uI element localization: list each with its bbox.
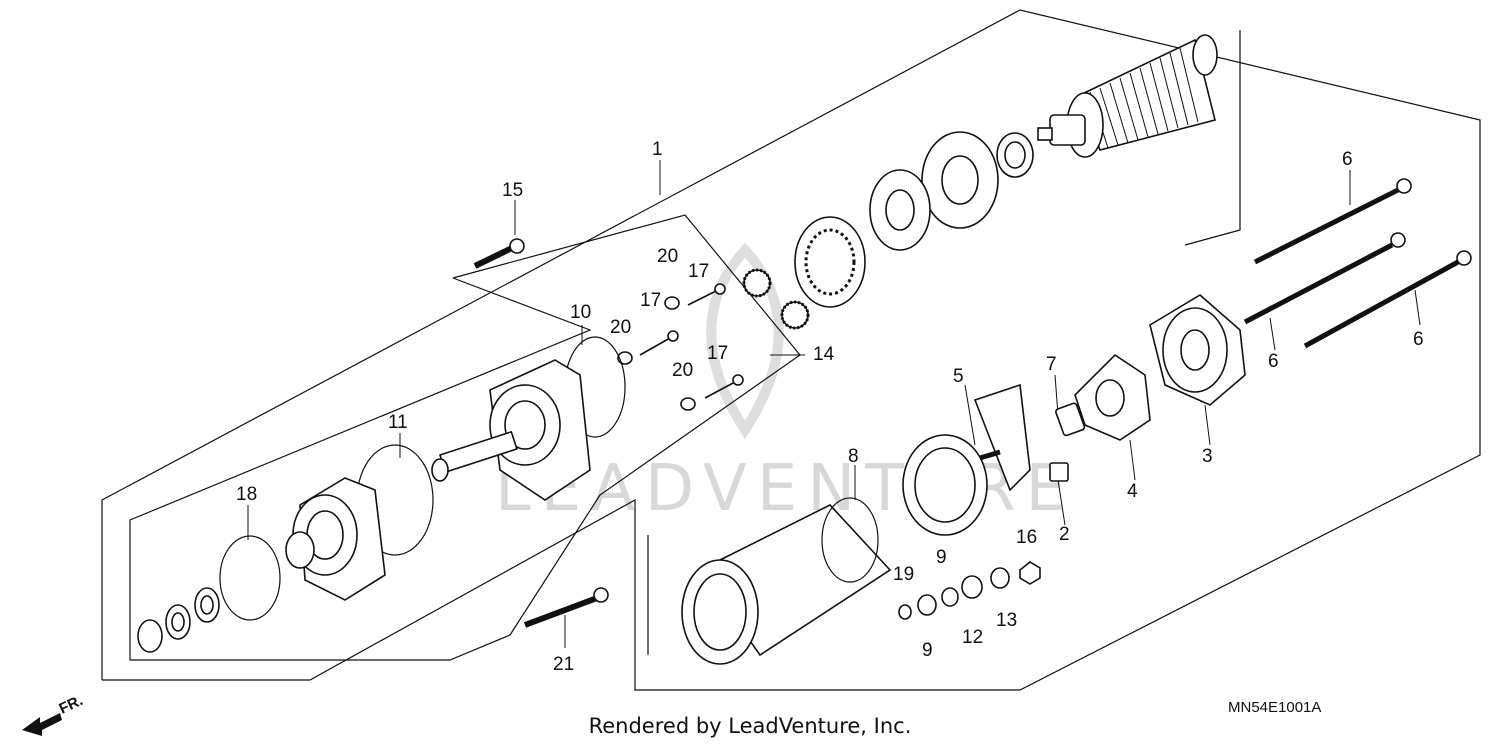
o-ring-18 [219,535,281,621]
callout-labels: 1 2 3 4 5 6 6 6 7 8 9 9 10 11 12 13 14 1… [236,139,1424,675]
bolts-17-washers-20 [617,283,744,411]
callout-1: 1 [652,139,663,160]
brush-plate [1074,353,1151,441]
callout-18: 18 [236,484,257,505]
callout-20a: 20 [657,246,678,267]
callout-20b: 20 [610,317,631,338]
callout-17a: 17 [688,261,709,282]
callout-6b: 6 [1268,351,1279,372]
through-bolts [1243,178,1472,349]
callout-7: 7 [1046,354,1057,375]
callout-21: 21 [553,654,574,675]
callout-13: 13 [996,610,1017,631]
brush-holder [902,383,1031,536]
front-bracket [285,477,386,601]
callout-6c: 6 [1413,329,1424,350]
rear-cover [1149,294,1246,406]
callout-11: 11 [388,412,408,433]
bolt-15 [473,238,525,269]
callout-20c: 20 [672,360,693,381]
callout-12: 12 [962,627,983,648]
bolt-21 [523,587,609,628]
callout-17c: 17 [707,343,728,364]
callout-14: 14 [813,344,835,365]
callout-8: 8 [848,446,859,467]
callout-9b: 9 [922,640,933,661]
gear-carrier-assembly [431,359,591,501]
callout-17b: 17 [640,290,661,311]
callout-2: 2 [1059,524,1070,545]
callout-10: 10 [570,302,591,323]
diagram-code: MN54E1001A [1228,699,1321,716]
planetary-gears [742,268,810,330]
front-washers [137,587,220,653]
motor-case [681,497,892,665]
armature [1037,34,1218,158]
group-outline-reduction [129,214,801,661]
group-outline-assembly [101,9,1481,691]
armature-washers [869,131,1034,251]
terminal-hardware [898,561,1041,620]
brush-parts [1049,402,1086,482]
callout-9a: 9 [936,547,947,568]
callout-6a: 6 [1342,149,1353,170]
callout-16: 16 [1016,527,1037,548]
callout-15: 15 [502,180,523,201]
internal-ring-gear [794,216,866,308]
callout-5: 5 [953,366,964,387]
callout-19: 19 [893,564,914,585]
rendered-by-footer: Rendered by LeadVenture, Inc. [588,714,912,738]
callout-3: 3 [1202,446,1213,467]
leader-lines [247,160,1421,648]
callout-4: 4 [1127,481,1138,502]
arrow-left-down-icon [22,713,62,736]
